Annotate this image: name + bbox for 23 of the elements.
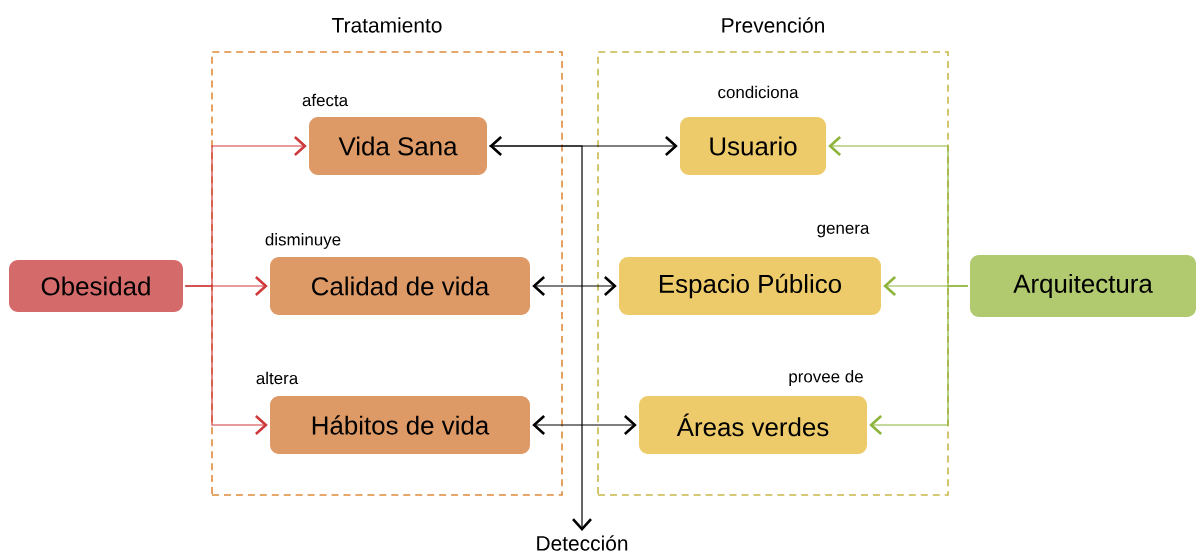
relation-label: afecta xyxy=(302,93,349,107)
arrow xyxy=(532,415,637,435)
concept-box: Calidad de vida xyxy=(270,257,530,315)
arrow xyxy=(184,285,268,435)
arrow xyxy=(532,276,617,296)
arrow xyxy=(869,285,969,435)
arrow xyxy=(489,136,678,156)
concept-box: Espacio Público xyxy=(619,257,881,315)
relation-label: altera xyxy=(256,371,299,385)
arrow xyxy=(488,145,592,531)
relation-label: disminuye xyxy=(265,233,341,249)
concept-box: Vida Sana xyxy=(309,117,487,175)
group-heading: Prevención xyxy=(722,17,824,33)
outcome-text: Detección xyxy=(537,535,628,551)
concept-box: Arquitectura xyxy=(970,255,1196,317)
relation-label: provee de xyxy=(789,370,863,386)
relation-label: condiciona xyxy=(718,85,799,99)
relation-label: genera xyxy=(817,224,870,238)
concept-box: Usuario xyxy=(680,117,826,175)
concept-box: Hábitos de vida xyxy=(270,396,530,454)
concept-box: Obesidad xyxy=(9,260,183,312)
concept-box: Áreas verdes xyxy=(639,396,867,454)
group-heading: Tratamiento xyxy=(332,17,442,33)
